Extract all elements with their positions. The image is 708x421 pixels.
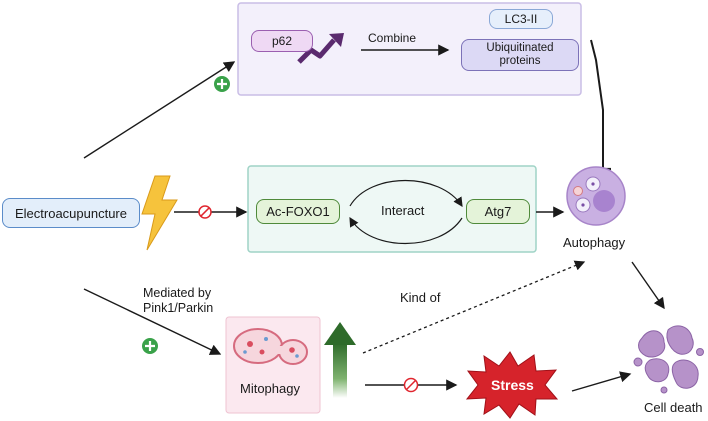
inhibit-icon-bottom [403,377,419,393]
acfoxo1-label: Ac-FOXO1 [266,204,330,219]
electroacupuncture-box: Electroacupuncture [2,198,140,228]
combine-label: Combine [368,31,417,45]
mitophagy-label: Mitophagy [240,381,300,396]
interact-arc-top [349,180,463,208]
lightning-icon [141,175,178,251]
mitochondrion-icon [233,328,308,365]
arrow-to-mitophagy [83,288,222,355]
kind-of-label: Kind of [400,290,441,305]
interact-label: Interact [381,203,425,218]
mitophagy-panel [225,316,321,414]
p62-label: p62 [271,34,293,48]
plus-icon-bottom [142,338,158,354]
arrow-stress-to-death [571,371,632,392]
inhibit-icon-middle [198,205,212,219]
plus-icon-top [214,76,230,92]
arrow-to-cell-death [631,261,665,310]
inhibit-line [590,39,604,168]
lc3-box: LC3-II [489,9,553,29]
middle-panel [247,165,537,253]
lc3-label: LC3-II [504,12,538,26]
interact-arc-bottom [349,216,463,244]
electroacupuncture-label: Electroacupuncture [14,205,127,221]
atg7-label: Atg7 [484,204,512,219]
autophagy-label: Autophagy [563,235,626,250]
up-arrow-icon [324,322,356,398]
cell-death-label: Cell death [644,400,703,415]
stress-burst-icon [465,351,559,419]
ubiquitinated-label: Ubiquitinated proteins [486,42,554,67]
cell-death-icon [633,325,704,394]
autophagy-cell-icon [566,166,626,226]
mediated-label: Mediated by Pink1/Parkin [143,286,214,315]
kind-of-line [362,260,586,354]
arrow-to-top [83,61,236,159]
atg7-box: Atg7 [466,199,530,224]
ubiquitinated-box: Ubiquitinated proteins [461,39,579,71]
p62-box: p62 [251,30,313,52]
acfoxo1-box: Ac-FOXO1 [256,199,340,224]
trend-up-icon [297,33,344,64]
stress-label: Stress [491,377,534,393]
